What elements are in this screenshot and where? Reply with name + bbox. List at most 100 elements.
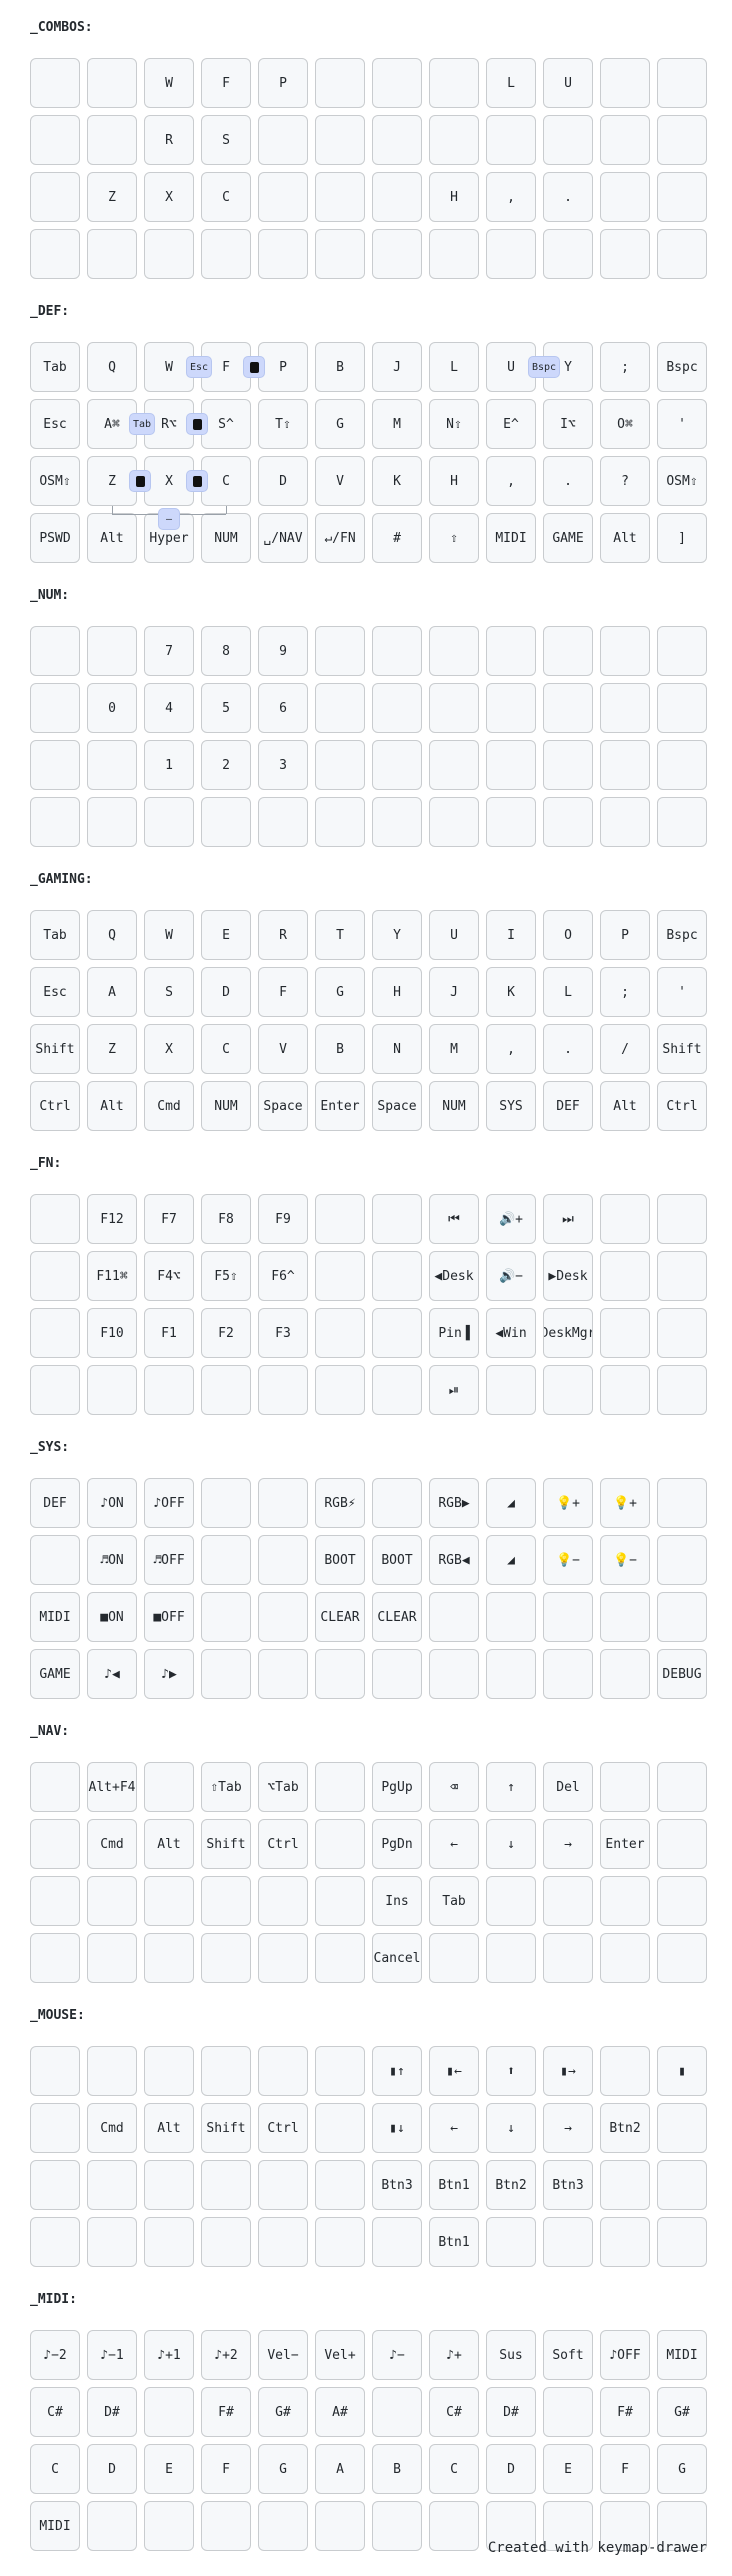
key-nav-r3-c10 — [600, 1933, 650, 1983]
key-def-r2-c1: Z — [87, 456, 137, 506]
key-nav-r2-c2 — [144, 1876, 194, 1926]
key-sys-r0-c4 — [258, 1478, 308, 1528]
key-nav-r1-c10: Enter — [600, 1819, 650, 1869]
key-sys-r1-c0 — [30, 1535, 80, 1585]
key-combos-r0-c1 — [87, 58, 137, 108]
key-fn-r2-c4: F3 — [258, 1308, 308, 1358]
key-fn-r0-c10 — [600, 1194, 650, 1244]
key-num-r3-c10 — [600, 797, 650, 847]
key-midi-r2-c2: E — [144, 2444, 194, 2494]
key-midi-r1-c10: F# — [600, 2387, 650, 2437]
key-mouse-r3-c6 — [372, 2217, 422, 2267]
key-combos-r0-c0 — [30, 58, 80, 108]
key-midi-r2-c0: C — [30, 2444, 80, 2494]
key-mouse-r2-c8: Btn2 — [486, 2160, 536, 2210]
key-midi-r3-c11 — [657, 2501, 707, 2551]
key-mouse-r2-c9: Btn3 — [543, 2160, 593, 2210]
key-gaming-r0-c2: W — [144, 910, 194, 960]
key-nav-r2-c3 — [201, 1876, 251, 1926]
key-mouse-r1-c10: Btn2 — [600, 2103, 650, 2153]
key-def-r3-c11: ] — [657, 513, 707, 563]
combo-w-f-label: Esc — [190, 361, 209, 373]
key-gaming-r0-c7: U — [429, 910, 479, 960]
key-def-r3-c10: Alt — [600, 513, 650, 563]
key-mouse-r1-c9: → — [543, 2103, 593, 2153]
key-fn-r0-c6 — [372, 1194, 422, 1244]
key-num-r2-c5 — [315, 740, 365, 790]
key-nav-r3-c8 — [486, 1933, 536, 1983]
key-mouse-r1-c5 — [315, 2103, 365, 2153]
key-midi-r0-c0: ♪−2 — [30, 2330, 80, 2380]
key-num-r0-c4: 9 — [258, 626, 308, 676]
layer-title-num: _NUM: — [30, 588, 70, 603]
key-midi-r3-c1 — [87, 2501, 137, 2551]
key-gaming-r3-c0: Ctrl — [30, 1081, 80, 1131]
key-mouse-r3-c0 — [30, 2217, 80, 2267]
key-num-r1-c7 — [429, 683, 479, 733]
key-combos-r3-c9 — [543, 229, 593, 279]
key-nav-r3-c6: Cancel — [372, 1933, 422, 1983]
key-combos-r0-c3: F — [201, 58, 251, 108]
key-def-r2-c7: H — [429, 456, 479, 506]
key-midi-r1-c8: D# — [486, 2387, 536, 2437]
key-combos-r2-c9: . — [543, 172, 593, 222]
key-midi-r3-c7 — [429, 2501, 479, 2551]
key-def-r2-c0: OSM⇧ — [30, 456, 80, 506]
key-mouse-r2-c3 — [201, 2160, 251, 2210]
key-sys-r2-c8 — [486, 1592, 536, 1642]
key-sys-r0-c8: ◢ — [486, 1478, 536, 1528]
key-sys-r0-c5: RGB⚡ — [315, 1478, 365, 1528]
key-mouse-r3-c11 — [657, 2217, 707, 2267]
key-combos-r0-c2: W — [144, 58, 194, 108]
key-combos-r3-c0 — [30, 229, 80, 279]
key-nav-r1-c1: Cmd — [87, 1819, 137, 1869]
key-midi-r1-c4: G# — [258, 2387, 308, 2437]
key-def-r2-c9: . — [543, 456, 593, 506]
layer-title-fn: _FN: — [30, 1156, 62, 1171]
key-fn-r0-c8: 🔊+ — [486, 1194, 536, 1244]
key-fn-r3-c11 — [657, 1365, 707, 1415]
key-gaming-r0-c11: Bspc — [657, 910, 707, 960]
key-nav-r0-c10 — [600, 1762, 650, 1812]
key-gaming-r3-c3: NUM — [201, 1081, 251, 1131]
key-combos-r2-c11 — [657, 172, 707, 222]
key-num-r2-c0 — [30, 740, 80, 790]
key-nav-r1-c11 — [657, 1819, 707, 1869]
key-sys-r3-c1: ♪◀ — [87, 1649, 137, 1699]
key-mouse-r0-c9: ▮→ — [543, 2046, 593, 2096]
key-mouse-r3-c4 — [258, 2217, 308, 2267]
key-sys-r1-c6: BOOT — [372, 1535, 422, 1585]
key-gaming-r3-c5: Enter — [315, 1081, 365, 1131]
key-midi-r1-c6 — [372, 2387, 422, 2437]
key-gaming-r2-c11: Shift — [657, 1024, 707, 1074]
key-gaming-r1-c7: J — [429, 967, 479, 1017]
key-num-r2-c7 — [429, 740, 479, 790]
key-fn-r2-c0 — [30, 1308, 80, 1358]
key-sys-r1-c3 — [201, 1535, 251, 1585]
combo-u-y-label: Bspc — [532, 361, 557, 373]
key-num-r2-c1 — [87, 740, 137, 790]
key-nav-r0-c3: ⇧Tab — [201, 1762, 251, 1812]
key-mouse-r1-c0 — [30, 2103, 80, 2153]
key-def-r1-c3: S^ — [201, 399, 251, 449]
key-def-r1-c1: A⌘ — [87, 399, 137, 449]
key-def-r1-c7: N⇧ — [429, 399, 479, 449]
key-fn-r2-c2: F1 — [144, 1308, 194, 1358]
key-combos-r1-c0 — [30, 115, 80, 165]
cut-icon — [135, 475, 145, 487]
key-midi-r1-c5: A# — [315, 2387, 365, 2437]
key-gaming-r0-c1: Q — [87, 910, 137, 960]
key-nav-r0-c0 — [30, 1762, 80, 1812]
key-midi-r3-c2 — [144, 2501, 194, 2551]
key-sys-r2-c1: ■ON — [87, 1592, 137, 1642]
key-num-r1-c3: 5 — [201, 683, 251, 733]
key-combos-r1-c4 — [258, 115, 308, 165]
key-nav-r0-c4: ⌥Tab — [258, 1762, 308, 1812]
key-mouse-r1-c7: ← — [429, 2103, 479, 2153]
key-combos-r0-c6 — [372, 58, 422, 108]
layer-title-combos: _COMBOS: — [30, 20, 93, 35]
key-num-r0-c7 — [429, 626, 479, 676]
key-midi-r0-c7: ♪+ — [429, 2330, 479, 2380]
key-combos-r3-c2 — [144, 229, 194, 279]
key-sys-r0-c3 — [201, 1478, 251, 1528]
